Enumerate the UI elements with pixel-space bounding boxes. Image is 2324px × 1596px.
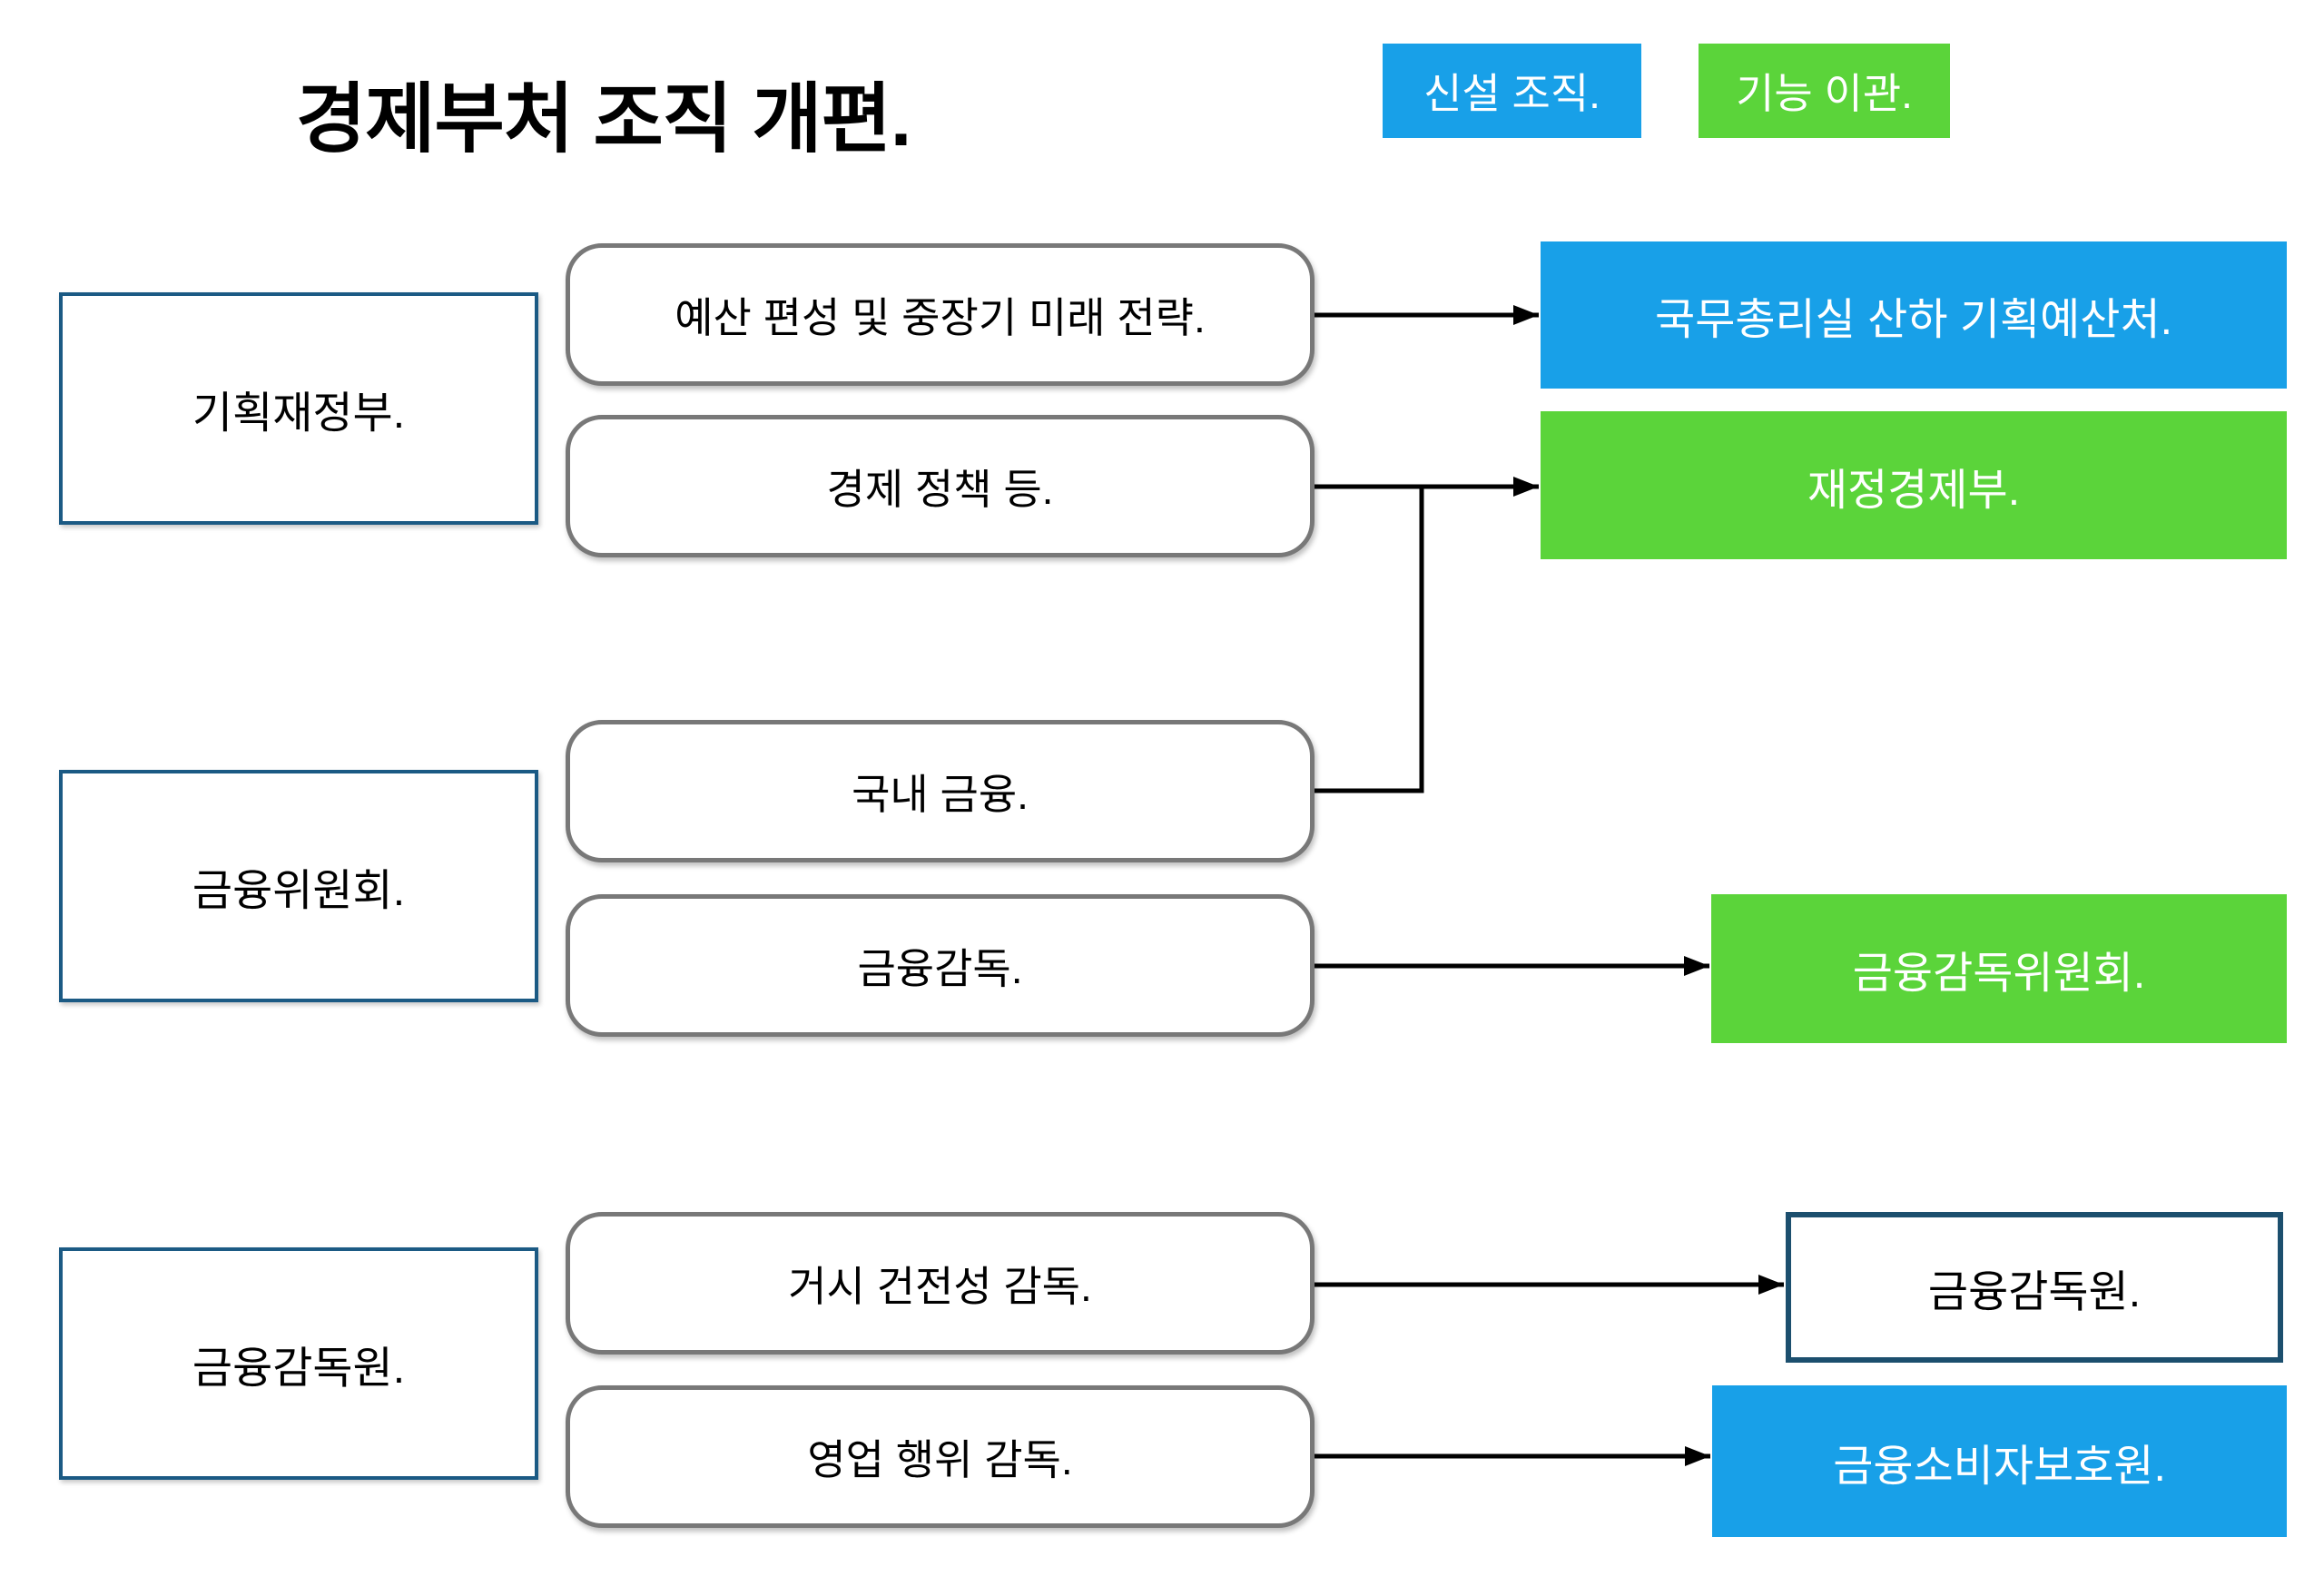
function-box-economic-policy: 경제 정책 등. — [566, 415, 1315, 557]
target-box-financial-supervisory-commission: 금융감독위원회. — [1711, 894, 2287, 1043]
function-box-business-conduct-supervision: 영업 행위 감독. — [566, 1385, 1315, 1528]
ministry-box-financial-supervisory-service: 금융감독원. — [59, 1247, 538, 1480]
target-box-planning-budget-office: 국무총리실 산하 기획예산처. — [1541, 241, 2287, 389]
ministry-box-planning-finance: 기획재정부. — [59, 292, 538, 525]
legend-new-org: 신설 조직. — [1383, 44, 1641, 138]
function-box-domestic-finance: 국내 금융. — [566, 720, 1315, 862]
function-box-financial-supervision: 금융감독. — [566, 894, 1315, 1037]
target-box-financial-consumer-protection: 금융소비자보호원. — [1712, 1385, 2287, 1537]
target-box-financial-supervisory-service: 금융감독원. — [1786, 1212, 2283, 1363]
target-box-finance-economy-ministry: 재정경제부. — [1541, 411, 2287, 559]
function-box-budget-strategy: 예산 편성 및 중장기 미래 전략. — [566, 243, 1315, 386]
ministry-box-financial-services-commission: 금융위원회. — [59, 770, 538, 1002]
page-title: 경제부처 조직 개편. — [296, 76, 911, 162]
function-box-macro-prudential-supervision: 거시 건전성 감독. — [566, 1212, 1315, 1355]
connector-elbow-domestic-finance — [1315, 485, 1424, 793]
legend-function-transfer: 기능 이관. — [1699, 44, 1950, 138]
